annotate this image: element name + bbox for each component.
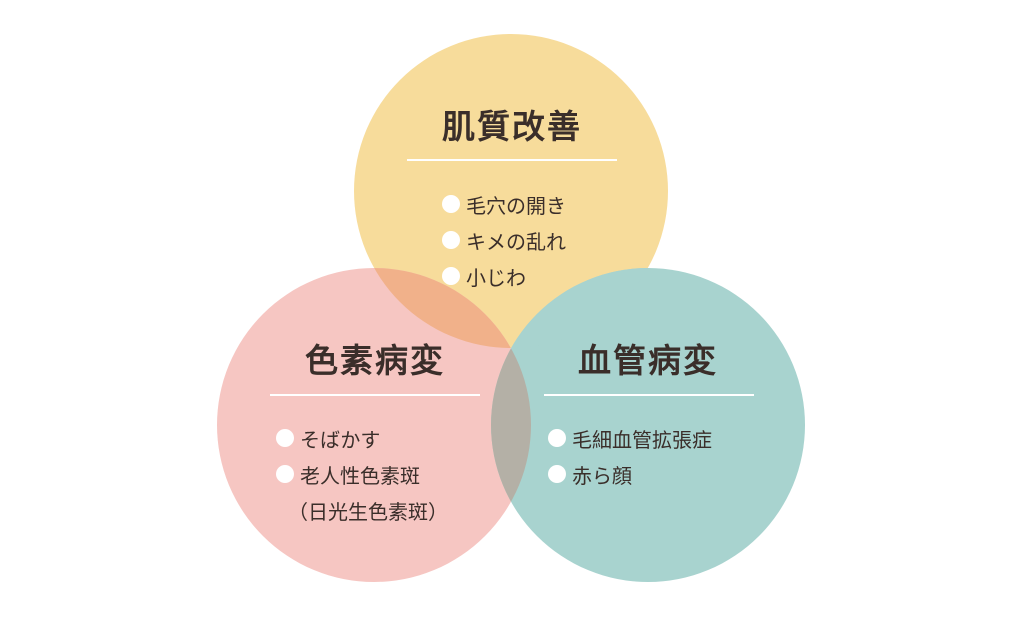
skin-quality-divider <box>407 159 617 161</box>
bullet-icon <box>548 465 566 483</box>
pigment-lesion-list: そばかす 老人性色素斑 （日光生色素斑） <box>276 420 448 528</box>
pigment-lesion-title: 色素病変 <box>305 341 445 380</box>
circle-vascular-lesion <box>491 268 805 582</box>
list-item-note: （日光生色素斑） <box>276 492 448 528</box>
item-label: キメの乱れ <box>466 229 566 254</box>
vascular-lesion-title: 血管病変 <box>578 341 718 380</box>
list-item: キメの乱れ <box>442 222 566 258</box>
bullet-icon <box>442 231 460 249</box>
bullet-icon <box>276 465 294 483</box>
pigment-lesion-divider <box>270 394 480 396</box>
item-label: 毛細血管拡張症 <box>572 427 712 452</box>
list-item: 毛細血管拡張症 <box>548 420 712 456</box>
list-item: 毛穴の開き <box>442 186 566 222</box>
bullet-icon <box>548 429 566 447</box>
bullet-icon <box>442 195 460 213</box>
item-note-label: （日光生色素斑） <box>288 499 448 524</box>
item-label: 小じわ <box>466 265 526 290</box>
skin-quality-title: 肌質改善 <box>442 107 582 146</box>
item-label: 毛穴の開き <box>466 193 566 218</box>
circle-pigment-lesion <box>217 268 531 582</box>
item-label: そばかす <box>300 427 381 452</box>
skin-quality-list: 毛穴の開き キメの乱れ 小じわ <box>442 186 566 294</box>
bullet-icon <box>276 429 294 447</box>
vascular-lesion-divider <box>544 394 754 396</box>
list-item: 老人性色素斑 <box>276 456 448 492</box>
vascular-lesion-list: 毛細血管拡張症 赤ら顔 <box>548 420 712 492</box>
item-label: 老人性色素斑 <box>300 463 420 488</box>
bullet-icon <box>442 267 460 285</box>
list-item: 小じわ <box>442 258 566 294</box>
item-label: 赤ら顔 <box>572 463 632 488</box>
circle-skin-quality <box>354 34 668 348</box>
list-item: そばかす <box>276 420 448 456</box>
list-item: 赤ら顔 <box>548 456 712 492</box>
